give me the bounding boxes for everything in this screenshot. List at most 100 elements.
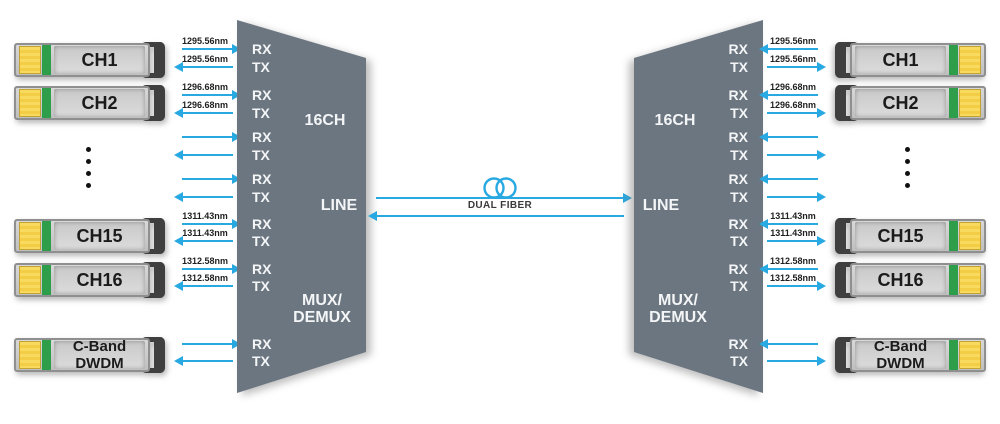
wavelength-label: 1295.56nm: [181, 54, 229, 64]
wavelength-label: 1296.68nm: [181, 82, 229, 92]
rx-arrow: [759, 264, 818, 274]
rx-port-label: RX: [252, 171, 272, 187]
tx-port-label: TX: [252, 278, 270, 294]
rx-port-label: RX: [252, 129, 272, 145]
wavelength-label: 1296.68nm: [769, 82, 817, 92]
transceiver-label: C-Band DWDM: [72, 338, 127, 372]
rx-arrow: [759, 339, 818, 349]
mux-demux-body-left: [237, 20, 366, 393]
rx-arrow: [182, 90, 241, 100]
tx-arrow: [767, 108, 826, 118]
tx-port-label: TX: [730, 189, 748, 205]
rx-arrow: [759, 219, 818, 229]
tx-port-label: TX: [252, 59, 270, 75]
wavelength-label: 1295.56nm: [769, 36, 817, 46]
line-port-label: LINE: [320, 197, 358, 214]
tx-arrow: [767, 356, 826, 366]
transceiver-label: CH16: [76, 269, 123, 290]
line-fiber-arrow-west: [368, 211, 624, 221]
dual-fiber-label: DUAL FIBER: [467, 200, 533, 211]
wavelength-label: 1311.43nm: [770, 211, 816, 221]
tx-arrow: [174, 356, 233, 366]
mux-demux-label: MUX/ DEMUX: [649, 292, 707, 326]
tx-port-label: TX: [252, 233, 270, 249]
tx-port-label: TX: [730, 233, 748, 249]
transceiver-ch2-left: CH2: [14, 85, 165, 121]
pull-tab-icon: [19, 266, 41, 294]
tx-port-label: TX: [730, 278, 748, 294]
tx-arrow: [174, 281, 233, 291]
rx-port-label: RX: [252, 216, 272, 232]
tx-port-label: TX: [730, 59, 748, 75]
pull-tab-icon: [19, 222, 41, 250]
tx-port-label: TX: [730, 353, 748, 369]
capacity-label: 16CH: [654, 112, 696, 129]
pull-tab-icon: [19, 341, 41, 369]
tx-port-label: TX: [730, 147, 748, 163]
wavelength-label: 1311.43nm: [182, 228, 228, 238]
rx-arrow: [759, 132, 818, 142]
transceiver-label: CH2: [81, 92, 118, 113]
transceiver-ch1-right: CH1: [835, 42, 986, 78]
transceiver-chassis: [14, 42, 165, 78]
pull-tab-icon: [959, 89, 981, 117]
latch-stripe-icon: [42, 340, 51, 370]
pull-tab-icon: [959, 266, 981, 294]
pull-tab-icon: [959, 341, 981, 369]
rx-port-label: RX: [728, 336, 748, 352]
tx-port-label: TX: [730, 105, 748, 121]
mux-demux-body-right: [634, 20, 763, 393]
rx-arrow: [759, 90, 818, 100]
wavelength-label: 1296.68nm: [181, 100, 229, 110]
tx-port-label: TX: [252, 353, 270, 369]
wavelength-label: 1312.58nm: [769, 273, 817, 283]
cage-bracket-icon: [141, 42, 165, 78]
transceiver-ch16-left: CH16: [14, 262, 165, 298]
transceiver-ch16-right: CH16: [835, 262, 986, 298]
latch-stripe-icon: [42, 221, 51, 251]
transceiver-label: CH2: [882, 92, 919, 113]
tx-arrow: [767, 281, 826, 291]
tx-arrow: [174, 62, 233, 72]
latch-stripe-icon: [42, 265, 51, 295]
latch-stripe-icon: [949, 221, 958, 251]
tx-arrow: [174, 236, 233, 246]
line-port-label: LINE: [642, 197, 680, 214]
cage-bracket-icon: [141, 218, 165, 254]
latch-stripe-icon: [949, 265, 958, 295]
pull-tab-icon: [959, 222, 981, 250]
rx-port-label: RX: [728, 129, 748, 145]
wavelength-label: 1296.68nm: [769, 100, 817, 110]
rx-port-label: RX: [252, 41, 272, 57]
transceiver-cband-left: C-Band DWDM: [14, 337, 165, 373]
rx-port-label: RX: [728, 216, 748, 232]
tx-arrow: [767, 150, 826, 160]
cage-bracket-icon: [141, 85, 165, 121]
latch-stripe-icon: [949, 88, 958, 118]
wavelength-label: 1312.58nm: [769, 256, 817, 266]
tx-arrow: [174, 150, 233, 160]
latch-stripe-icon: [949, 45, 958, 75]
rx-port-label: RX: [252, 87, 272, 103]
pull-tab-icon: [19, 46, 41, 74]
latch-stripe-icon: [42, 88, 51, 118]
pull-tab-icon: [959, 46, 981, 74]
rx-port-label: RX: [728, 87, 748, 103]
rx-arrow: [182, 44, 241, 54]
rx-port-label: RX: [252, 261, 272, 277]
rx-port-label: RX: [728, 261, 748, 277]
rx-arrow: [182, 264, 241, 274]
tx-arrow: [174, 192, 233, 202]
cage-bracket-icon: [141, 337, 165, 373]
wavelength-label: 1295.56nm: [769, 54, 817, 64]
rx-arrow: [759, 174, 818, 184]
rx-arrow: [182, 339, 241, 349]
capacity-label: 16CH: [304, 112, 346, 129]
tx-port-label: TX: [252, 189, 270, 205]
cage-bracket-icon: [141, 262, 165, 298]
tx-port-label: TX: [252, 147, 270, 163]
transceiver-ch2-right: CH2: [835, 85, 986, 121]
rx-arrow: [182, 132, 241, 142]
rx-port-label: RX: [728, 171, 748, 187]
